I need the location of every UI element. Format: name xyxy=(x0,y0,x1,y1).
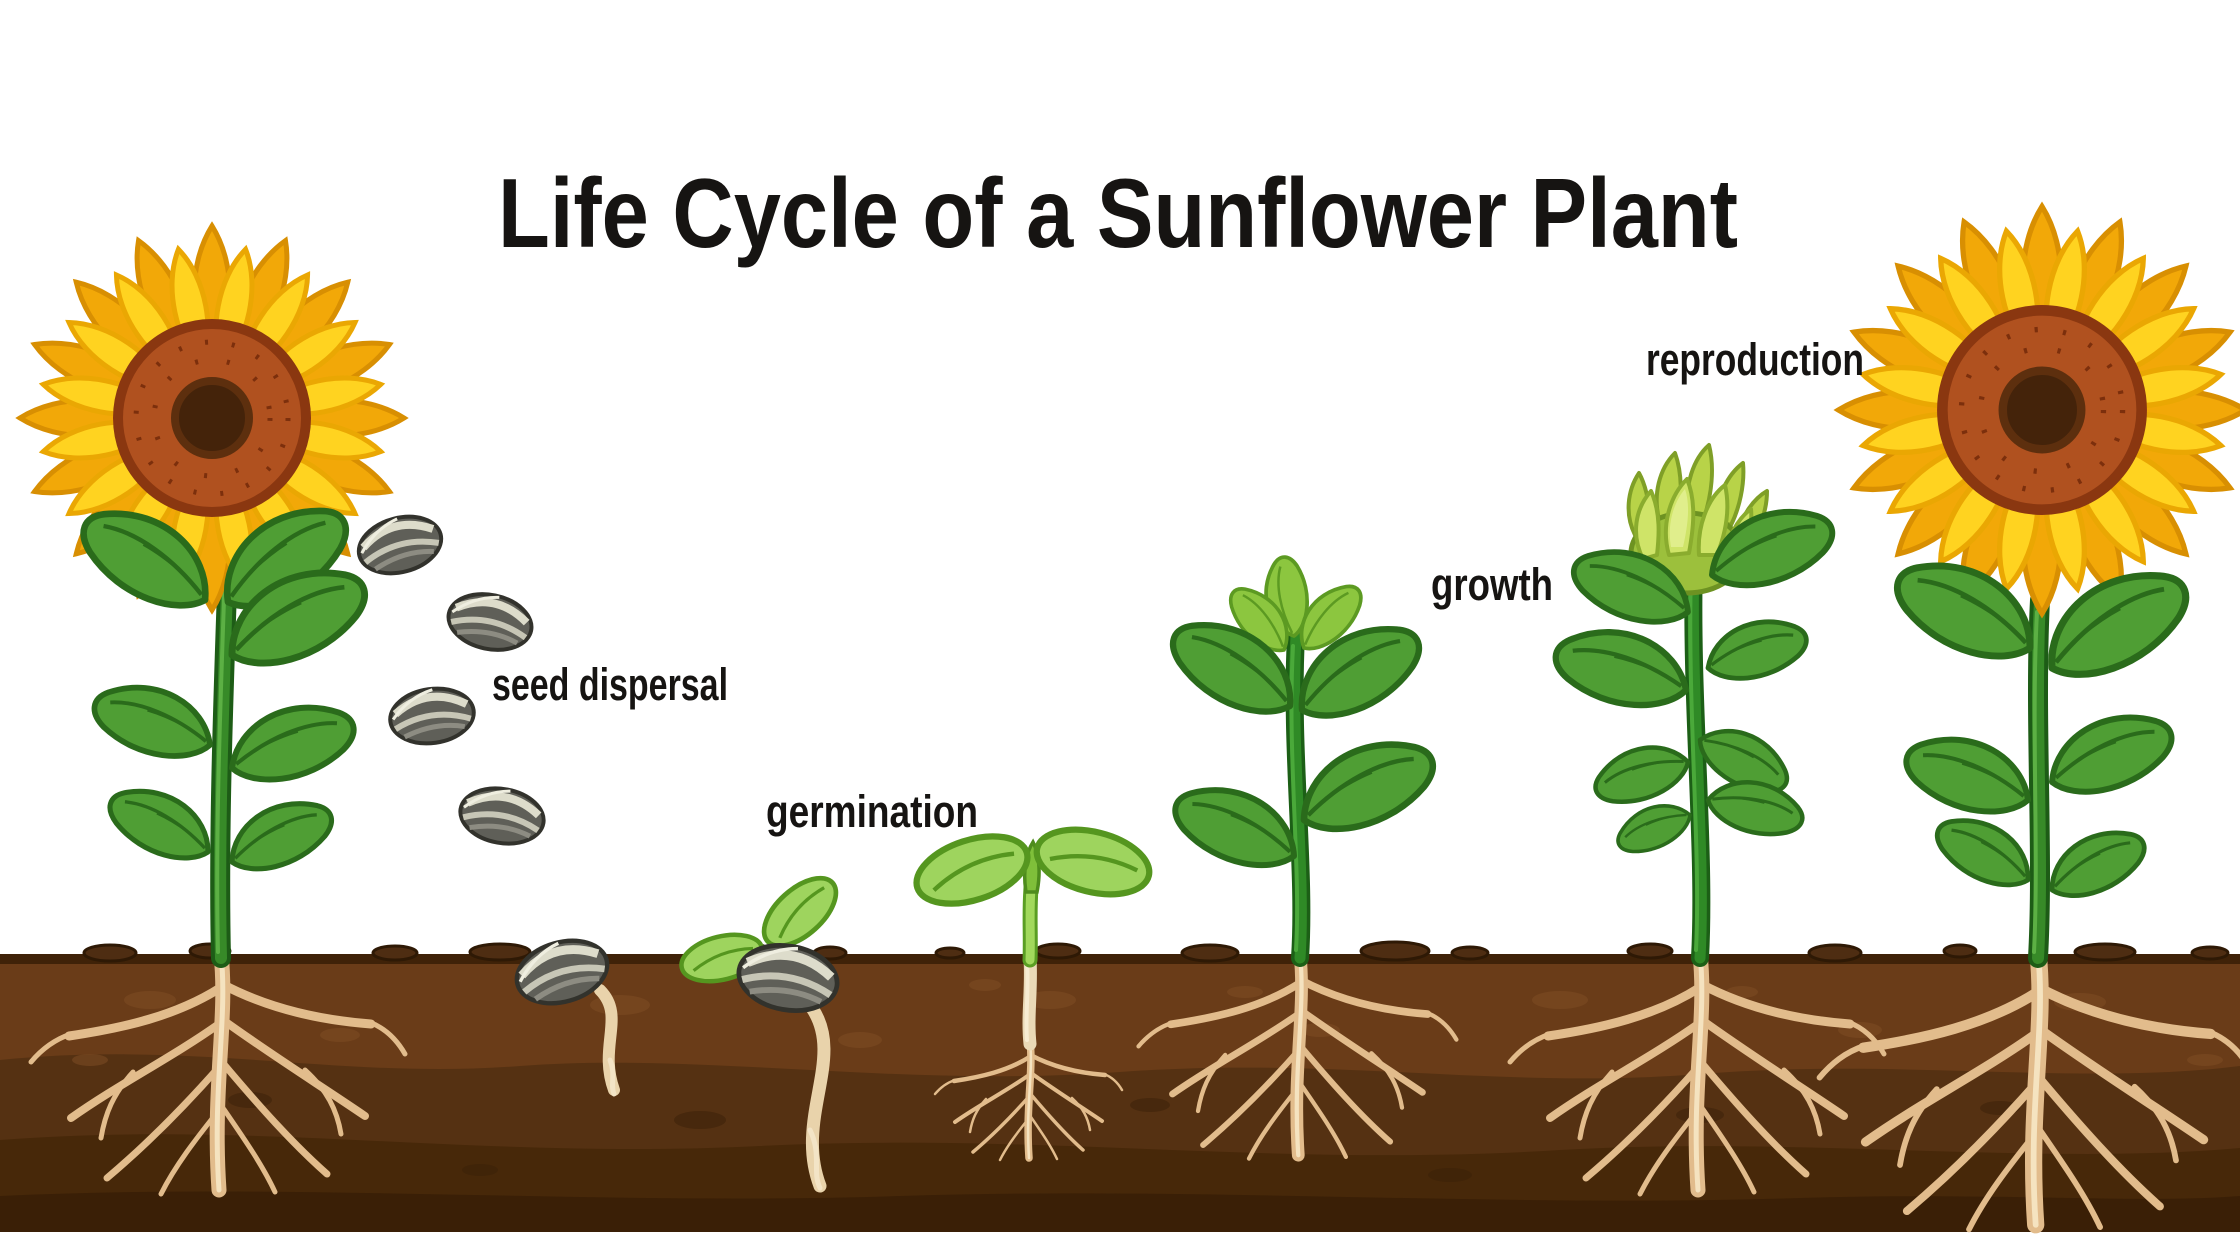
budding-plant-stem xyxy=(1684,551,1711,967)
diagram-title: Life Cycle of a Sunflower Plant xyxy=(498,158,1738,268)
sunflower-head xyxy=(1838,206,2240,613)
growth-stage-plant xyxy=(1139,555,1457,1159)
sprouting-seed xyxy=(677,866,848,1193)
label-germination: germination xyxy=(766,786,978,837)
label-seed-dispersal: seed dispersal xyxy=(492,659,728,710)
sunflower-head xyxy=(20,226,404,610)
sunflower-stem xyxy=(210,550,238,968)
seedling-stem xyxy=(1022,880,1039,968)
label-growth: growth xyxy=(1431,559,1553,610)
sunflower-stem xyxy=(2028,590,2050,968)
germination-stage xyxy=(509,866,848,1193)
reproduction-stage-plant xyxy=(1510,445,1884,1194)
soil-cross-section xyxy=(0,940,2240,1232)
mature-sunflower-right xyxy=(1820,206,2240,1229)
seed-with-radicle xyxy=(509,931,620,1097)
young-plant-stem xyxy=(1285,627,1311,967)
mature-sunflower-left xyxy=(20,226,405,1194)
seedling-stage xyxy=(908,819,1156,1160)
label-reproduction: reproduction xyxy=(1646,334,1864,385)
